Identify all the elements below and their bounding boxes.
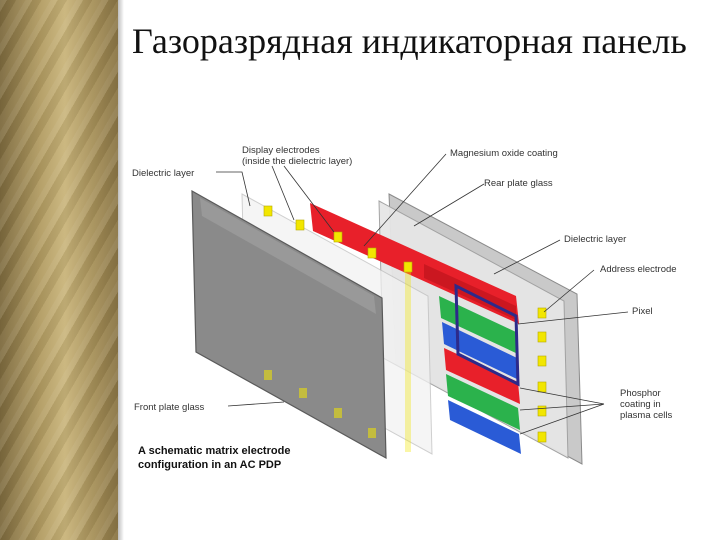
- leader-phosphor-1: [519, 387, 605, 405]
- leader-phosphor-3: [519, 403, 605, 435]
- label-display-electrodes: Display electrodes: [242, 145, 320, 156]
- label-dielectric-layer-right: Dielectric layer: [564, 234, 626, 245]
- label-address-electrode: Address electrode: [600, 264, 677, 275]
- pixel-outline: [454, 283, 520, 387]
- leader-lines: [216, 153, 629, 435]
- caption-line-1: A schematic matrix electrode: [138, 445, 290, 457]
- label-pixel: Pixel: [632, 306, 653, 317]
- display-electrode-tab: [367, 247, 377, 259]
- address-electrodes: [537, 307, 547, 443]
- electrode-tab: [368, 428, 376, 438]
- phosphor-cell-blue: [442, 322, 519, 380]
- leader-phosphor-2: [519, 403, 605, 411]
- caption-line-2: configuration in an AC PDP: [138, 459, 281, 471]
- label-display-electrodes-sub: (inside the dielectric layer): [242, 156, 352, 167]
- address-electrode-tab: [537, 431, 547, 443]
- electrode-tab: [334, 408, 342, 418]
- phosphor-cell-green: [439, 296, 518, 354]
- front-electrode-tabs: [264, 370, 376, 438]
- display-electrodes: [263, 205, 413, 452]
- pdp-schematic-diagram: Dielectric layer Display electrodes (ins…: [132, 145, 677, 471]
- phosphor-cell-green: [446, 374, 520, 430]
- leader-display-electrodes: [271, 165, 295, 221]
- phosphor-cell-blue: [448, 400, 521, 454]
- leader-pixel: [517, 311, 629, 325]
- display-electrode-strip: [405, 272, 411, 452]
- label-phosphor-1: Phosphor: [620, 388, 661, 399]
- leader-rear-glass: [413, 183, 485, 227]
- leader-dielectric-right: [493, 239, 561, 275]
- address-electrode-tab: [537, 405, 547, 417]
- front-plate-glass: [191, 189, 387, 460]
- border-shadow: [118, 0, 124, 540]
- slide-title: Газоразрядная индикаторная панель: [132, 21, 687, 61]
- display-electrode-tab: [295, 219, 305, 231]
- display-electrode-tab: [403, 261, 413, 273]
- electrode-tab: [299, 388, 307, 398]
- address-electrode-tab: [537, 355, 547, 367]
- decorative-border: [0, 0, 118, 540]
- leader-dielectric-left: [216, 171, 251, 207]
- phosphor-cell-red: [444, 348, 520, 404]
- address-electrode-tab: [537, 307, 547, 319]
- leader-address: [543, 269, 595, 313]
- label-rear-plate-glass: Rear plate glass: [484, 178, 553, 189]
- leader-magnesium: [363, 153, 447, 247]
- address-electrode-tab: [537, 381, 547, 393]
- label-dielectric-layer-left: Dielectric layer: [132, 168, 194, 179]
- electrode-tab: [264, 370, 272, 380]
- address-electrode-tab: [537, 331, 547, 343]
- label-front-plate-glass: Front plate glass: [134, 402, 204, 413]
- display-electrode-tab: [263, 205, 273, 217]
- display-electrode-tab: [333, 231, 343, 243]
- leader-display-electrodes-2: [283, 165, 335, 233]
- label-magnesium-oxide: Magnesium oxide coating: [450, 148, 558, 159]
- label-phosphor-2: coating in: [620, 399, 661, 410]
- leader-front-glass: [227, 401, 285, 407]
- label-phosphor-3: plasma cells: [620, 410, 673, 421]
- front-plate-highlight: [200, 198, 376, 314]
